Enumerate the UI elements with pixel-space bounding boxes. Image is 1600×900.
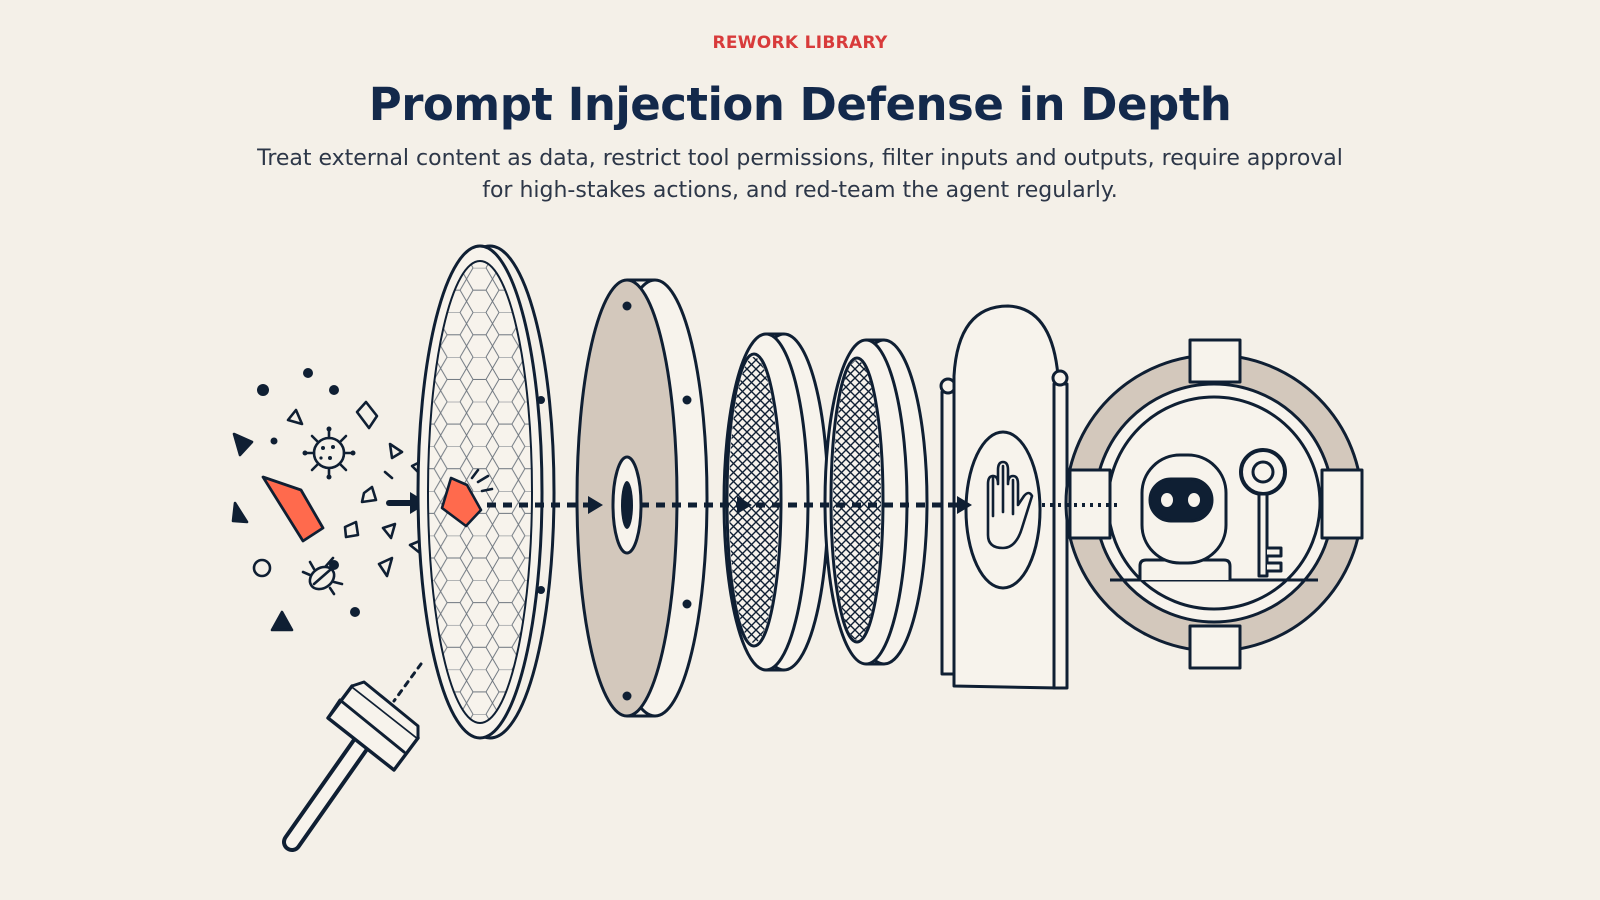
mesh-filter-icon: [823, 338, 929, 666]
robot-agent-icon: [1138, 453, 1232, 580]
mesh-filter-icon: [722, 332, 830, 672]
bug-icon: [301, 556, 344, 596]
virus-icon: [302, 426, 356, 480]
hexagon-shield-icon: [416, 244, 556, 740]
page-title: Prompt Injection Defense in Depth: [368, 78, 1232, 131]
threat-cluster: [231, 368, 424, 632]
threat-shard: [383, 470, 394, 480]
permission-disc-icon: [575, 278, 709, 718]
eyebrow-label: REWORK LIBRARY: [712, 33, 888, 53]
threat-triangle: [232, 432, 254, 457]
threat-dot: [350, 607, 360, 617]
key-icon: [1239, 448, 1287, 578]
threat-dot: [270, 437, 278, 445]
threat-shard: [343, 520, 360, 539]
malicious-shard-icon: [261, 475, 325, 543]
vault: [1064, 338, 1364, 670]
threat-shard: [355, 400, 379, 430]
impact-shard: [440, 468, 494, 528]
threat-shard: [388, 442, 404, 460]
approval-gate: [939, 304, 1069, 690]
threat-dot: [303, 368, 313, 378]
defense-layers-illustration: [231, 244, 1364, 852]
threat-shard: [360, 485, 378, 504]
threat-shard: [381, 522, 397, 540]
threat-triangle: [231, 501, 249, 524]
threat-ring: [252, 558, 272, 578]
page-subtitle: Treat external content as data, restrict…: [257, 146, 1343, 203]
threat-dot: [329, 385, 339, 395]
injection-path: [487, 496, 1120, 514]
threat-dot: [257, 384, 269, 396]
threat-triangle-outline: [286, 408, 304, 426]
threat-shard: [377, 556, 394, 578]
threat-triangle: [270, 610, 294, 632]
stop-hand-icon: [986, 460, 1034, 550]
hammer-icon: [282, 662, 423, 852]
